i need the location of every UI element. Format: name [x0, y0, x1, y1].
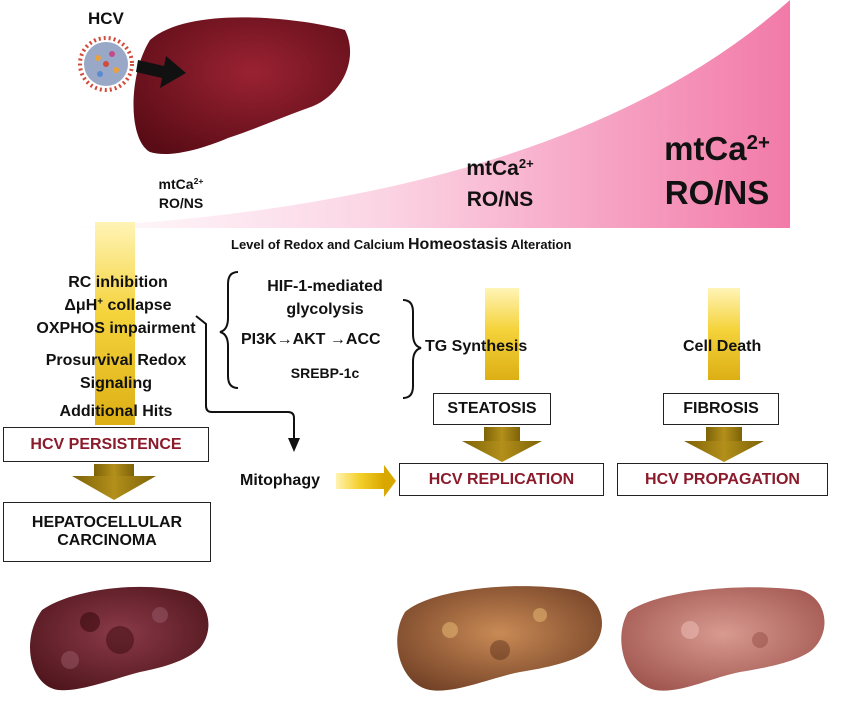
rons-low: RO/NS: [158, 195, 204, 211]
tg-synthesis: TG Synthesis: [425, 338, 528, 355]
hcv-label: HCV: [88, 9, 124, 28]
prosurvival-line1: Prosurvival Redox: [45, 352, 187, 369]
pi3k-akt-acc: PI3K→AKT →ACC: [241, 331, 381, 348]
oxphos-impairment: OXPHOS impairment: [36, 320, 196, 337]
hcv-propagation-box: HCV PROPAGATION: [617, 463, 828, 496]
infection-arrow-icon: [136, 56, 186, 88]
hcc-line1: HEPATOCELLULAR: [31, 514, 183, 531]
right-brace: [402, 299, 422, 399]
mtca-mid: mtCa2+: [466, 155, 534, 180]
alteration-gradient: [60, 0, 790, 228]
mtca-low: mtCa2+: [158, 176, 204, 192]
hcc-line2: CARCINOMA: [57, 532, 157, 549]
mtca-high: mtCa2+: [664, 130, 770, 167]
arrow-to-hcc: [72, 464, 156, 500]
arrow-to-propagation: [684, 427, 764, 462]
rc-inhibition: RC inhibition: [68, 274, 168, 291]
srebp-1c: SREBP-1c: [290, 365, 360, 381]
prosurvival-line2: Signaling: [80, 375, 152, 392]
hif-line1: HIF-1-mediated: [267, 278, 383, 295]
liver-healthy-icon: [133, 17, 351, 155]
hcv-persistence-box: HCV PERSISTENCE: [3, 427, 209, 462]
delta-mu-h-collapse: ΔμH+ collapse: [64, 296, 172, 314]
rons-high: RO/NS: [664, 174, 770, 211]
hif-line2: glycolysis: [286, 301, 364, 318]
cell-death: Cell Death: [683, 338, 762, 355]
arrow-to-replication: [462, 427, 542, 462]
hcv-replication-box: HCV REPLICATION: [399, 463, 604, 496]
additional-hits: Additional Hits: [59, 403, 173, 420]
mitophagy-arrow: [336, 465, 396, 497]
right-gold-arrow: [708, 288, 740, 380]
virus-icon: [78, 36, 134, 92]
liver-cancer-icon: [30, 586, 209, 691]
mitophagy: Mitophagy: [240, 472, 320, 489]
rons-mid: RO/NS: [466, 188, 534, 211]
middle-gold-arrow: [485, 288, 519, 380]
gradient-caption: Level of Redox and Calcium Homeostasis A…: [231, 236, 572, 253]
hcc-box: HEPATOCELLULAR CARCINOMA: [3, 502, 211, 562]
mitophagy-connector: [195, 315, 295, 438]
left-gold-arrow: [95, 222, 135, 425]
mitophagy-connector-head: [288, 438, 300, 452]
liver-steatosis-icon: [397, 586, 602, 691]
steatosis-box: STEATOSIS: [433, 393, 551, 425]
left-brace: [219, 271, 239, 389]
fibrosis-box: FIBROSIS: [663, 393, 779, 425]
liver-fibrosis-icon: [621, 587, 825, 691]
